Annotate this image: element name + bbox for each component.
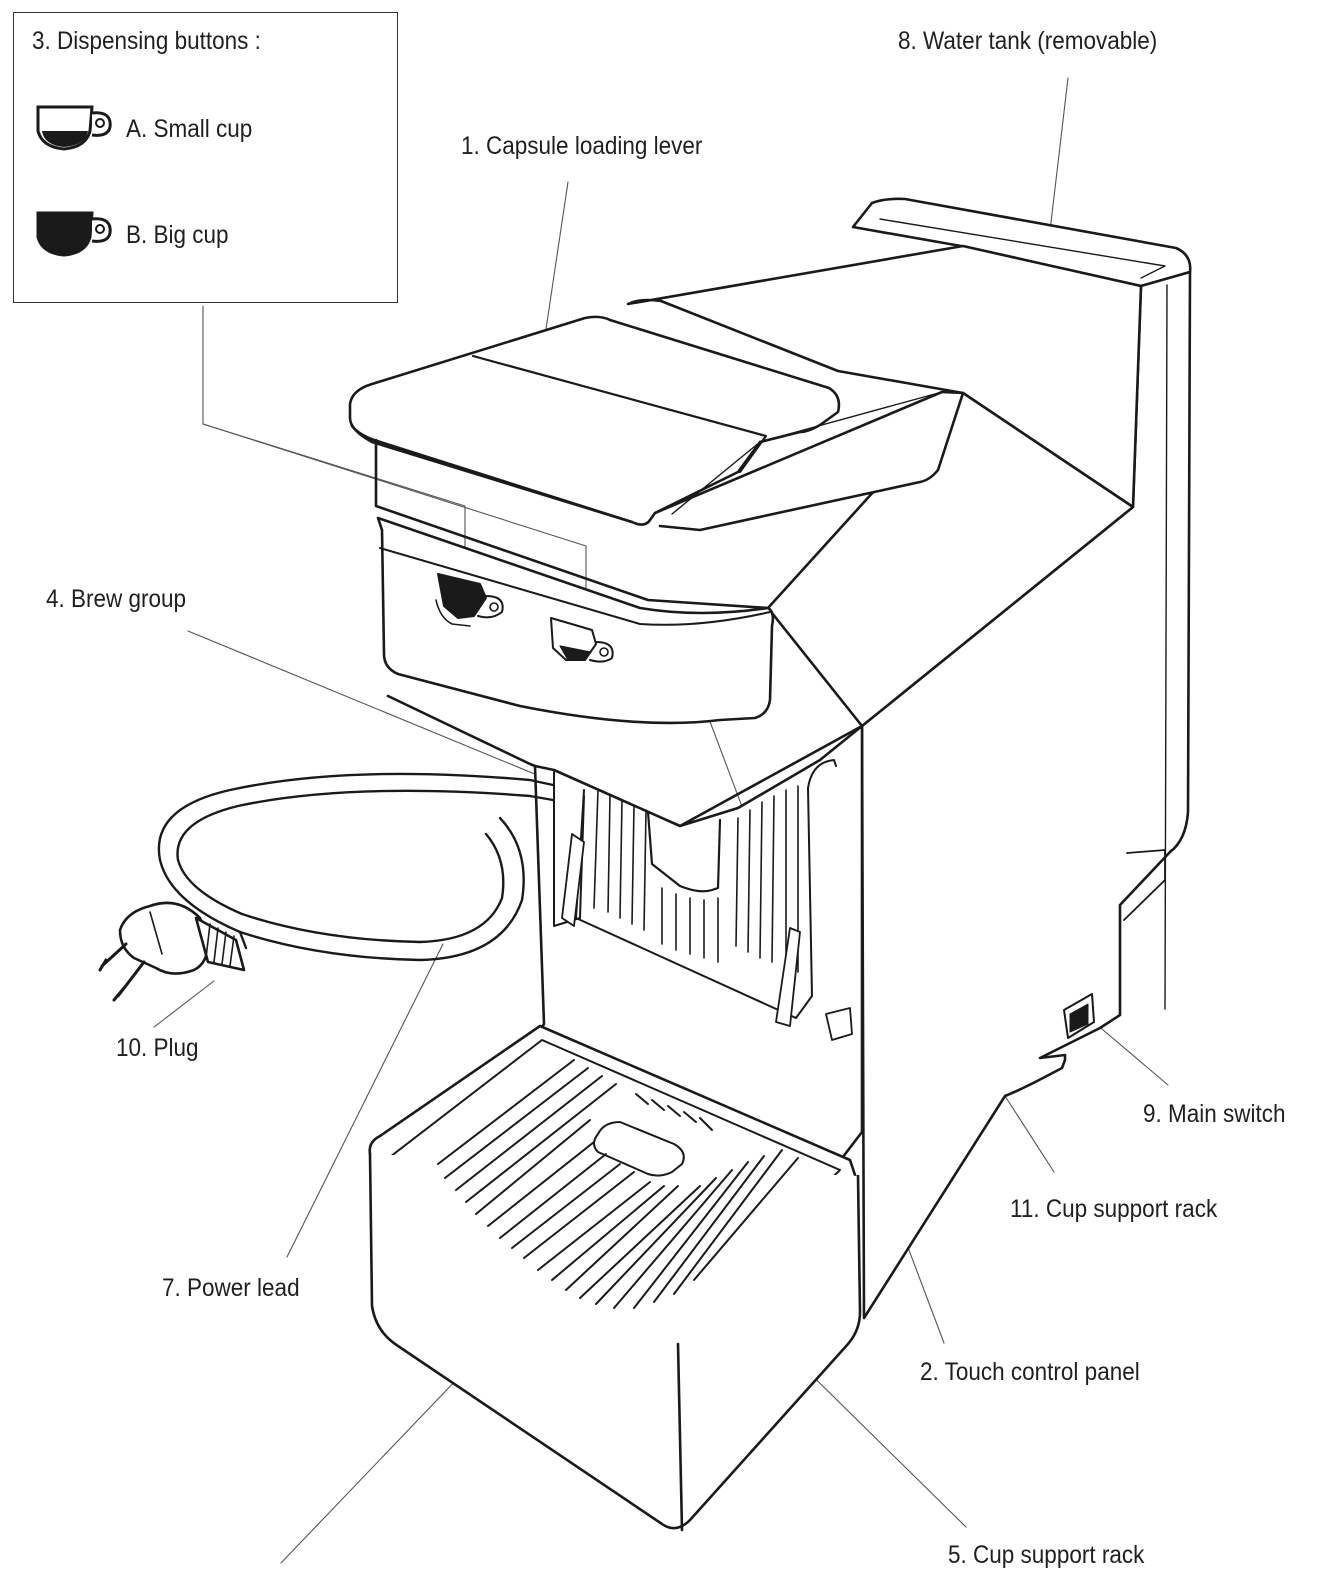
legend-big-cup-label: B. Big cup xyxy=(126,221,229,249)
brew-rail-left xyxy=(561,833,585,927)
brew-grill xyxy=(593,785,799,973)
capsule-lever-housing xyxy=(374,438,770,610)
panel-small-cup xyxy=(550,617,614,663)
leader-main-switch xyxy=(1088,1017,1169,1086)
brew-nozzle xyxy=(646,810,722,893)
drip-tray-slots xyxy=(437,1059,799,1309)
brew-frame xyxy=(575,759,837,1019)
power-cord xyxy=(157,772,555,962)
small-cup-icon xyxy=(36,105,112,151)
brew-clip xyxy=(825,1007,853,1041)
label-capsule-lever: 1. Capsule loading lever xyxy=(461,132,703,160)
drip-tray-front xyxy=(368,1152,862,1530)
capsule-lever-front xyxy=(350,424,634,524)
brew-rail-right xyxy=(775,927,801,1027)
label-cup-rack-front: 5. Cup support rack xyxy=(948,1541,1145,1569)
leader-water-tank xyxy=(1047,77,1069,249)
base-step xyxy=(1123,849,1166,921)
drip-tray-window xyxy=(593,1121,685,1177)
control-panel xyxy=(376,516,775,725)
capsule-lever-slot-inner xyxy=(671,391,943,515)
panel-big-cup xyxy=(435,573,504,627)
capsule-lever-slot xyxy=(653,390,965,532)
leader-plug xyxy=(153,980,215,1028)
legend-title: 3. Dispensing buttons : xyxy=(32,27,261,55)
label-main-switch: 9. Main switch xyxy=(1143,1100,1286,1128)
label-brew-group: 4. Brew group xyxy=(46,585,187,613)
label-water-tank: 8. Water tank (removable) xyxy=(898,27,1158,55)
legend-box: 3. Dispensing buttons : A. Small cup B. … xyxy=(13,12,398,303)
body-right-side xyxy=(860,270,1192,1320)
leader-power-lead xyxy=(286,943,444,1258)
tank-window-line xyxy=(1164,284,1168,1010)
label-touch-panel: 2. Touch control panel xyxy=(920,1358,1140,1386)
label-cup-rack-back: 11. Cup support rack xyxy=(1010,1195,1218,1223)
label-power-lead: 7. Power lead xyxy=(162,1274,300,1302)
drip-tray-corner xyxy=(676,1342,684,1532)
label-plug: 10. Plug xyxy=(116,1034,199,1062)
leader-dispensing-buttons xyxy=(202,305,466,559)
leader-brew-group xyxy=(187,630,555,783)
plug xyxy=(98,901,246,1002)
legend-small-cup-label: A. Small cup xyxy=(126,115,253,143)
water-tank-rim xyxy=(879,218,1166,279)
big-cup-icon xyxy=(36,211,112,257)
control-panel-divider xyxy=(379,547,771,626)
capsule-lever-ridge xyxy=(471,354,768,474)
leader-dispensing-buttons-b xyxy=(202,423,587,609)
